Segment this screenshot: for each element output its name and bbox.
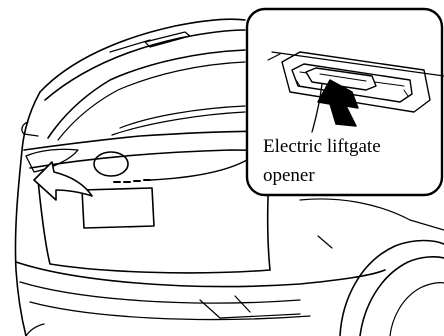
callout-label-line2: opener — [263, 166, 315, 185]
callout-label-line1: Electric liftgate — [263, 137, 381, 156]
curved-arrow-icon — [34, 162, 92, 200]
